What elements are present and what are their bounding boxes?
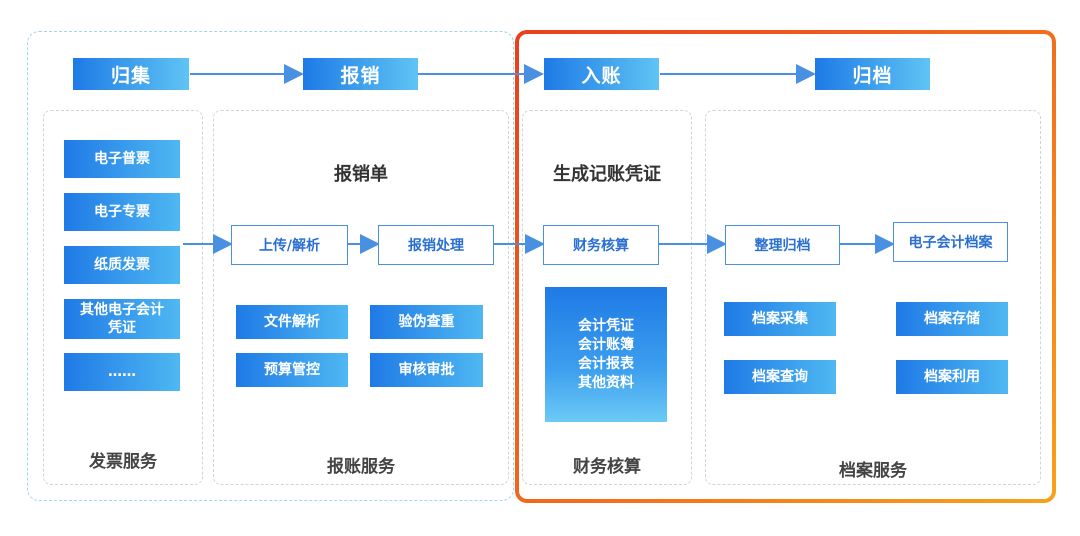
invoice-item-e-normal: 电子普票	[64, 140, 180, 178]
archive-item-store: 档案存储	[896, 302, 1008, 336]
stage-ruzhang: 入账	[544, 58, 659, 90]
archive-item-use: 档案利用	[896, 360, 1008, 394]
electronic-archive-box: 电子会计档案	[893, 222, 1008, 262]
organize-archive-box: 整理归档	[725, 225, 840, 265]
reimburse-item-verify: 验伪查重	[370, 305, 483, 339]
reimburse-item-approve: 审核审批	[370, 353, 483, 387]
doc-voucher: 会计凭证	[578, 317, 634, 334]
reimburse-panel	[213, 110, 509, 485]
upload-parse-box: 上传/解析	[231, 225, 348, 265]
invoice-item-more: ……	[64, 353, 180, 391]
doc-other: 其他资料	[578, 374, 634, 391]
invoice-item-e-special: 电子专票	[64, 193, 180, 231]
reimburse-item-parse: 文件解析	[236, 305, 348, 339]
accounting-docs-box: 会计凭证 会计账簿 会计报表 其他资料	[545, 287, 667, 422]
doc-ledger: 会计账簿	[578, 336, 634, 353]
reimburse-title: 报销单	[334, 164, 388, 185]
stage-baoxiao: 报销	[303, 58, 418, 90]
archive-item-query: 档案查询	[724, 360, 836, 394]
accounting-footer: 财务核算	[573, 457, 641, 477]
stage-guidang: 归档	[815, 58, 930, 90]
invoice-item-other: 其他电子会计凭证	[64, 299, 180, 339]
invoice-item-paper: 纸质发票	[64, 246, 180, 284]
invoice-footer: 发票服务	[89, 452, 157, 472]
reimburse-item-budget: 预算管控	[236, 353, 348, 387]
doc-report: 会计报表	[578, 355, 634, 372]
reimburse-process-box: 报销处理	[378, 225, 494, 265]
archive-item-collect: 档案采集	[724, 302, 836, 336]
archive-panel	[705, 110, 1041, 485]
stage-guiji: 归集	[73, 58, 189, 90]
left-group-frame	[27, 31, 514, 501]
accounting-core-box: 财务核算	[543, 225, 659, 265]
reimburse-footer: 报账服务	[327, 457, 395, 477]
archive-footer: 档案服务	[839, 461, 907, 481]
accounting-title: 生成记账凭证	[553, 164, 661, 185]
